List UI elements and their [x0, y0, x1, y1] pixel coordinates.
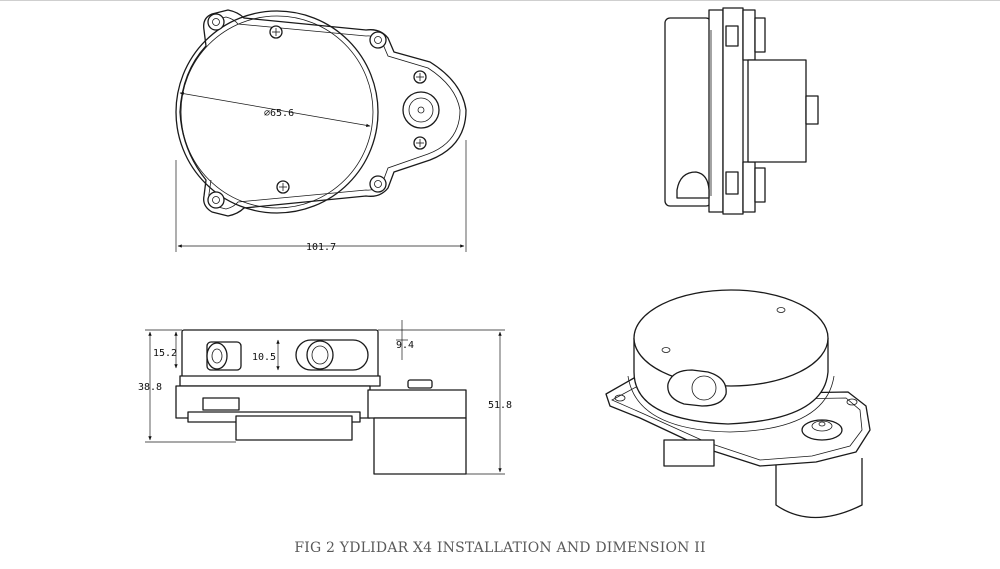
motor-icon [775, 458, 863, 519]
screw-icon [269, 25, 283, 39]
frame-border [0, 0, 1000, 1]
motor-pulley-icon [801, 419, 843, 441]
top-offset-label: 9.4 [396, 340, 414, 351]
diameter-label: ⌀65.6 [264, 108, 294, 119]
lens-icon [206, 341, 242, 371]
width-label: 101.7 [306, 242, 336, 253]
isometric-view [605, 289, 871, 519]
mount-hole-icon [207, 191, 225, 209]
screw-icon [413, 70, 427, 84]
screw-icon [413, 136, 427, 150]
front-view [145, 320, 505, 475]
total-height-label: 51.8 [488, 400, 512, 411]
mount-hole-icon [207, 13, 225, 31]
window-height-label: 10.5 [252, 352, 276, 363]
body-height-label: 38.8 [138, 382, 162, 393]
top-view [175, 9, 467, 252]
diameter-line [179, 91, 371, 128]
top-view-housing [175, 10, 379, 214]
figure-caption: FIG 2 YDLIDAR X4 INSTALLATION AND DIMENS… [294, 540, 706, 556]
screw-icon [276, 180, 290, 194]
side-view [664, 7, 819, 215]
motor-pulley-icon [402, 91, 440, 129]
sensor-window-icon [295, 339, 369, 371]
mount-hole-icon [369, 175, 387, 193]
mount-hole-icon [369, 31, 387, 49]
lens-height-label: 15.2 [153, 348, 177, 359]
lens-icon [676, 171, 710, 199]
sensor-window-icon [667, 369, 727, 407]
